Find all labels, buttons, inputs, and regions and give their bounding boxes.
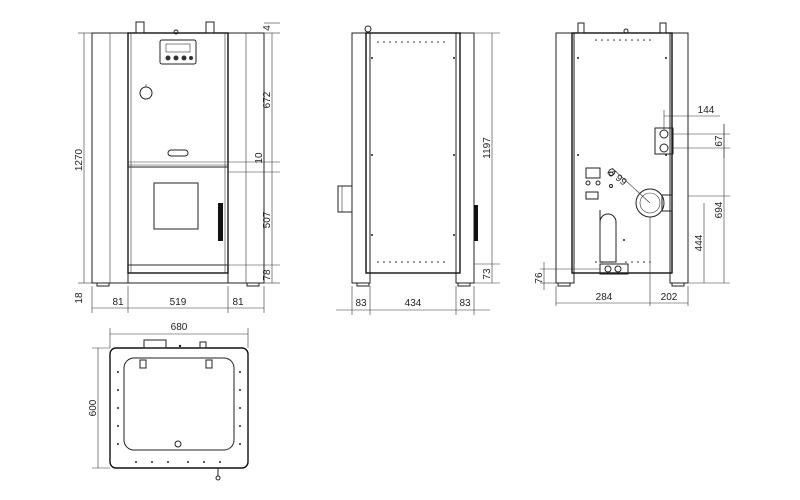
ash-slot xyxy=(599,210,617,263)
side-door-handle xyxy=(474,205,478,241)
dim-side-bottom: 73 xyxy=(482,268,493,280)
dim-pipe-h: 144 xyxy=(698,105,715,116)
rear-sensor xyxy=(608,171,614,177)
rear-fuse xyxy=(585,191,599,200)
brand-logo xyxy=(167,149,189,157)
rear-right-post xyxy=(669,32,689,284)
top-flue xyxy=(143,339,167,349)
display-screen xyxy=(165,43,191,53)
top-handle xyxy=(215,475,221,481)
rear-body xyxy=(571,32,673,274)
rear-switch xyxy=(585,180,591,186)
fire-door xyxy=(127,166,229,266)
door-handle xyxy=(218,203,223,241)
top-edge-bolts xyxy=(117,371,241,463)
side-vent-bottom xyxy=(377,261,445,263)
dim-height-total: 1270 xyxy=(74,148,85,171)
top-view: 680 600 xyxy=(88,322,249,481)
rear-vent-top xyxy=(595,39,651,41)
dim-right-post: 81 xyxy=(232,297,244,308)
control-knob xyxy=(189,56,193,60)
top-outline xyxy=(109,347,249,469)
dim-side-height: 1197 xyxy=(482,137,493,159)
dim-diameter: Ø 99 xyxy=(605,166,629,188)
dim-top-width: 680 xyxy=(171,322,188,333)
inspection-knob xyxy=(139,86,153,100)
side-body xyxy=(365,32,461,274)
dim-outlet-height: 444 xyxy=(694,234,705,251)
dim-foot: 18 xyxy=(74,292,85,304)
rear-view: Ø 99 144 67 694 444 76 284 202 xyxy=(534,22,730,306)
rear-electrical-socket xyxy=(585,167,601,179)
side-flue-stub xyxy=(337,185,353,213)
dim-left-post: 81 xyxy=(112,297,124,308)
control-knob xyxy=(165,55,171,61)
front-view: 1270 18 4 672 10 507 78 81 519 81 xyxy=(74,21,280,313)
top-knob xyxy=(174,440,182,448)
dim-flue-height: 694 xyxy=(714,201,725,218)
top-hob xyxy=(123,357,235,451)
dim-upper-panel: 672 xyxy=(262,91,273,108)
side-vent-top xyxy=(377,41,445,43)
dim-side-center: 434 xyxy=(405,298,422,309)
dim-pipe-v: 67 xyxy=(714,135,725,147)
side-left-post xyxy=(351,32,371,284)
dim-side-left: 83 xyxy=(355,298,367,309)
control-knob xyxy=(173,55,179,61)
front-body xyxy=(127,32,229,274)
dim-bottom-panel: 78 xyxy=(262,269,273,281)
dim-top-offset: 4 xyxy=(262,25,273,31)
control-knob xyxy=(181,55,187,61)
dim-side-right: 83 xyxy=(459,298,471,309)
rear-vent-bottom xyxy=(595,261,651,263)
flue-outlet xyxy=(635,188,673,218)
dim-flue-left: 284 xyxy=(596,292,613,303)
rear-switch xyxy=(595,180,601,186)
dim-flue-right: 202 xyxy=(661,292,678,303)
dim-center-width: 519 xyxy=(170,297,187,308)
dim-gap: 10 xyxy=(254,152,265,164)
dim-bottom-conn: 76 xyxy=(534,272,545,284)
dim-top-depth: 600 xyxy=(88,399,99,416)
side-right-post xyxy=(455,32,475,284)
dim-door-height: 507 xyxy=(262,211,273,228)
side-view: 1197 73 83 434 83 xyxy=(336,25,500,315)
rear-left-post xyxy=(555,32,575,284)
door-glass xyxy=(153,182,199,230)
control-panel xyxy=(159,39,197,65)
